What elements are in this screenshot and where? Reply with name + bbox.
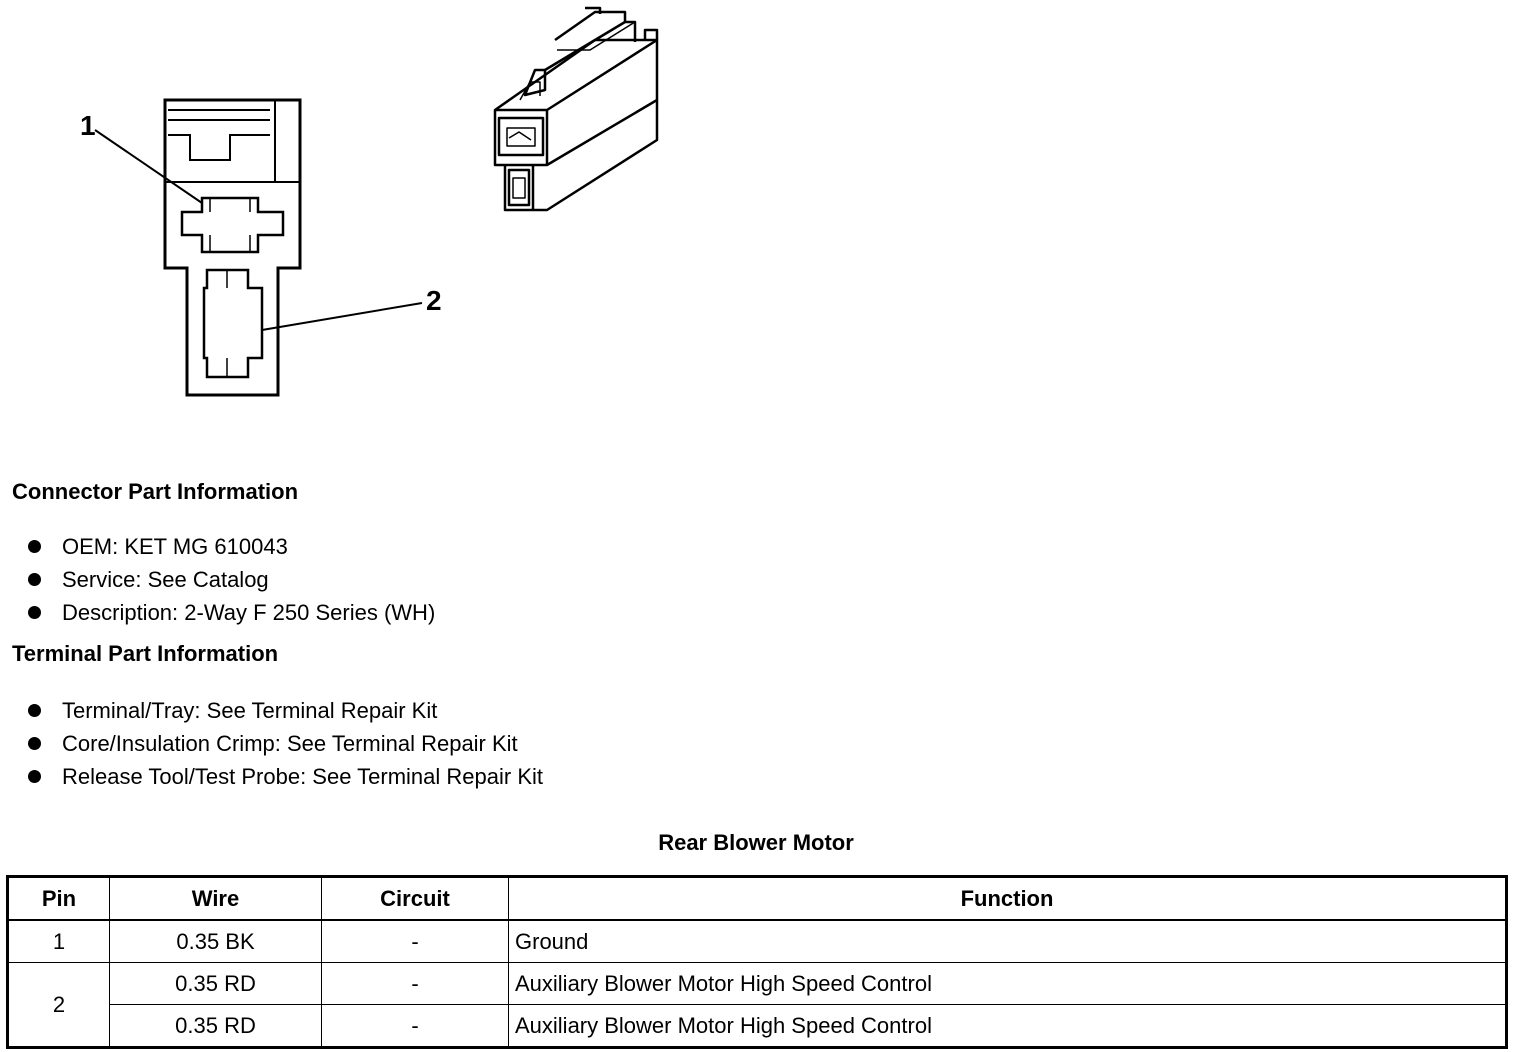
list-item: OEM: KET MG 610043 [28,530,435,563]
cell-wire: 0.35 RD [109,962,322,1005]
header-pin: Pin [7,876,110,921]
connector-outline [163,98,302,397]
connector-info-heading: Connector Part Information [12,479,299,504]
cell-function: Ground [508,919,1507,963]
cell-function: Auxiliary Blower Motor High Speed Contro… [508,1004,1507,1048]
cell-pin: 1 [7,919,110,963]
cavity-1 [180,196,285,254]
connector-info-list: OEM: KET MG 610043 Service: See Catalog … [28,530,435,629]
cavity-2 [202,268,264,379]
header-wire: Wire [109,876,322,921]
list-item: Core/Insulation Crimp: See Terminal Repa… [28,727,543,760]
bullet-icon [28,704,41,717]
table-row: 1 0.35 BK - Ground [7,919,1507,963]
table-header-row: Pin Wire Circuit Function [7,876,1507,921]
callout-1-leader [94,129,203,204]
cell-wire: 0.35 BK [109,919,322,963]
cell-function: Auxiliary Blower Motor High Speed Contro… [508,962,1507,1005]
cell-wire: 0.35 RD [109,1004,322,1048]
terminal-info-list: Terminal/Tray: See Terminal Repair Kit C… [28,694,543,793]
cell-circuit: - [321,1004,509,1048]
list-item: Terminal/Tray: See Terminal Repair Kit [28,694,543,727]
cell-pin: 2 [7,962,110,1048]
bullet-icon [28,770,41,783]
pin-table: Pin Wire Circuit Function 1 0.35 BK - Gr… [6,875,1508,1049]
bullet-icon [28,737,41,750]
bullet-icon [28,573,41,586]
table-row: 2 0.35 RD - Auxiliary Blower Motor High … [7,962,1507,1048]
bullet-icon [28,606,41,619]
connector-face-diagram: 1 2 [80,98,442,397]
table-title: Rear Blower Motor [658,830,854,855]
list-item: Description: 2-Way F 250 Series (WH) [28,596,435,629]
table-row: 0.35 RD - Auxiliary Blower Motor High Sp… [8,1004,1507,1048]
callout-2-leader [261,302,423,331]
callout-1-label: 1 [80,110,96,141]
bullet-icon [28,540,41,553]
header-function: Function [508,876,1507,921]
cell-circuit: - [321,919,509,963]
list-item: Service: See Catalog [28,563,435,596]
cell-circuit: - [321,962,509,1005]
callout-2-label: 2 [426,285,442,316]
connector-isometric-diagram [493,6,659,212]
list-item: Release Tool/Test Probe: See Terminal Re… [28,760,543,793]
terminal-info-heading: Terminal Part Information [12,641,279,666]
header-circuit: Circuit [321,876,509,921]
